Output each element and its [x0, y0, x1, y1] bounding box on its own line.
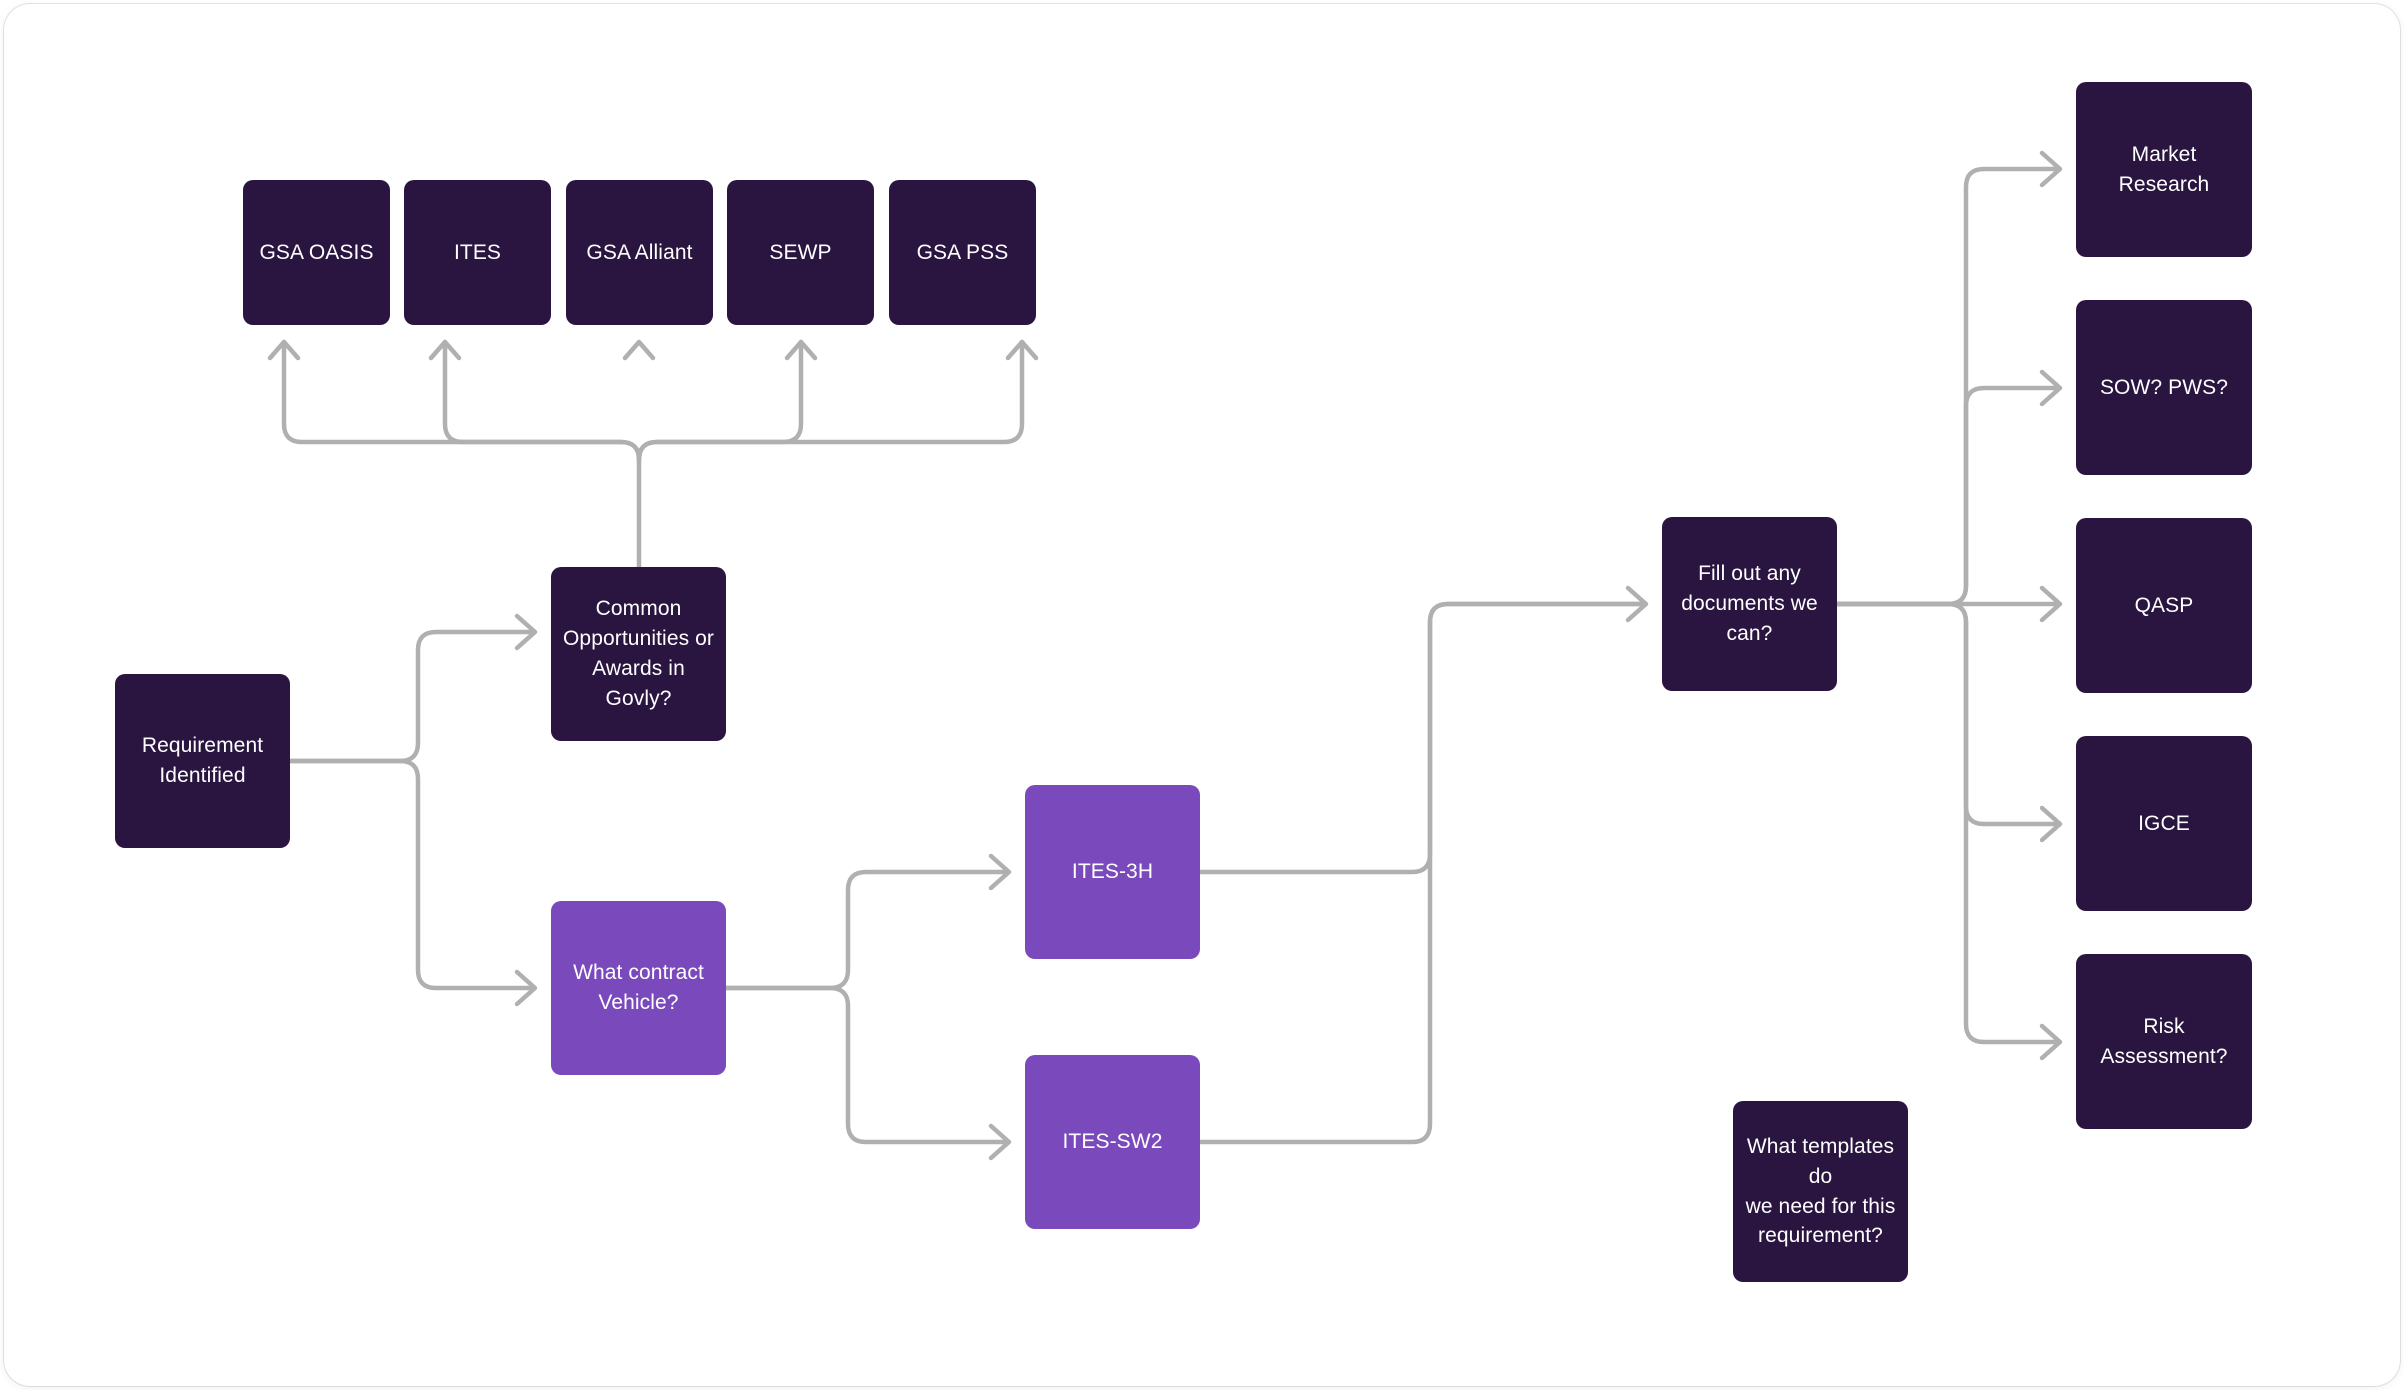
- node-label: Market Research: [2118, 142, 2210, 196]
- node-common-opportunities[interactable]: Common Opportunities or Awards in Govly?: [551, 567, 726, 741]
- node-what-contract-vehicle[interactable]: What contract Vehicle?: [551, 901, 726, 1075]
- node-qasp[interactable]: QASP: [2076, 518, 2252, 693]
- node-label: Common Opportunities or Awards in Govly?: [563, 597, 715, 710]
- node-label: GSA PSS: [916, 240, 1009, 264]
- node-label: Requirement Identified: [141, 734, 264, 787]
- node-igce[interactable]: IGCE: [2076, 736, 2252, 911]
- node-label: GSA OASIS: [259, 240, 374, 264]
- node-sow-pws[interactable]: SOW? PWS?: [2076, 300, 2252, 475]
- node-label: IGCE: [2138, 811, 2190, 835]
- node-label: ITES-3H: [1071, 860, 1154, 884]
- node-fill-out-documents[interactable]: Fill out any documents we can?: [1662, 517, 1837, 691]
- node-requirement-identified[interactable]: Requirement Identified: [115, 674, 290, 848]
- node-ites-sw2[interactable]: ITES-SW2: [1025, 1055, 1200, 1229]
- node-gsa-pss[interactable]: GSA PSS: [889, 180, 1036, 325]
- node-label: ITES-SW2: [1062, 1130, 1163, 1154]
- node-label: What contract Vehicle?: [573, 961, 704, 1014]
- node-ites-3h[interactable]: ITES-3H: [1025, 785, 1200, 959]
- node-label: QASP: [2134, 593, 2194, 617]
- node-label: Risk Assessment?: [2100, 1014, 2228, 1068]
- node-what-templates[interactable]: What templates do we need for this requi…: [1733, 1101, 1908, 1282]
- node-risk-assessment[interactable]: Risk Assessment?: [2076, 954, 2252, 1129]
- node-label: ITES: [453, 240, 502, 264]
- node-label: What templates do we need for this requi…: [1745, 1134, 1896, 1248]
- node-gsa-oasis[interactable]: GSA OASIS: [243, 180, 390, 325]
- node-label: SOW? PWS?: [2099, 375, 2229, 399]
- node-ites[interactable]: ITES: [404, 180, 551, 325]
- node-gsa-alliant[interactable]: GSA Alliant: [566, 180, 713, 325]
- node-label: GSA Alliant: [586, 240, 693, 264]
- node-sewp[interactable]: SEWP: [727, 180, 874, 325]
- node-label: SEWP: [769, 240, 832, 264]
- node-label: Fill out any documents we can?: [1681, 562, 1818, 645]
- node-market-research[interactable]: Market Research: [2076, 82, 2252, 257]
